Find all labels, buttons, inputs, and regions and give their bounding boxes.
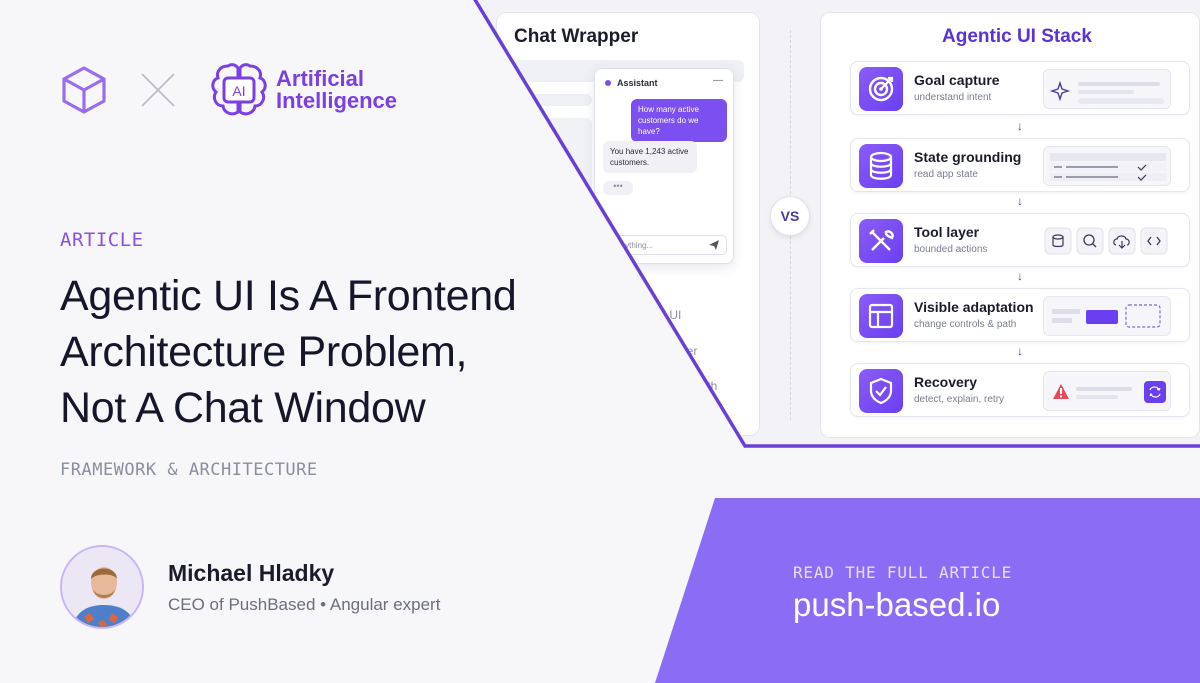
recovery-widget [1043, 371, 1171, 411]
stack-row-visible-adaptation: Visible adaptation change controls & pat… [850, 288, 1190, 342]
chat-wrapper-title: Chat Wrapper [514, 26, 639, 47]
x-icon [141, 73, 175, 107]
database-icon [869, 151, 893, 180]
author-role: CEO of PushBased • Angular expert [168, 594, 441, 614]
vs-badge: VS [770, 196, 810, 236]
row-sub: understand intent [914, 92, 992, 103]
ai-brain-icon: AI [211, 63, 267, 116]
flow-arrow: ↓ [1017, 194, 1023, 208]
flow-arrow: ↓ [1017, 269, 1023, 283]
shield-check-icon [869, 377, 893, 405]
author-name: Michael Hladky [168, 559, 335, 586]
author-photo [62, 547, 142, 627]
row-sub: change controls & path [914, 319, 1017, 330]
assistant-widget: Assistant — How many active customers do… [594, 68, 734, 264]
row-label: State grounding [914, 149, 1022, 165]
flow-arrow: ↓ [1017, 119, 1023, 133]
article-title: Agentic UI Is A Frontend Architecture Pr… [60, 268, 580, 436]
intent-widget [1043, 69, 1171, 109]
row-label: Goal capture [914, 72, 1000, 88]
stack-row-recovery: Recovery detect, explain, retry [850, 363, 1190, 417]
ai-logo-line2: Intelligence [276, 88, 398, 113]
stack-row-tool-layer: Tool layer bounded actions [850, 213, 1190, 267]
adaptation-widget [1043, 296, 1171, 336]
cta-link[interactable]: push-based.io [793, 586, 1001, 623]
row-sub: detect, explain, retry [914, 394, 1005, 405]
row-label: Visible adaptation [914, 299, 1034, 315]
layout-icon [868, 303, 894, 329]
target-icon [868, 76, 894, 102]
agentic-stack-title: Agentic UI Stack [942, 26, 1092, 47]
ai-logo-line1: Artificial [276, 66, 365, 91]
send-icon[interactable] [708, 239, 720, 251]
cta-label[interactable]: READ THE FULL ARTICLE [793, 563, 1013, 582]
row-sub: bounded actions [914, 244, 988, 255]
assistant-label: Assistant [617, 78, 658, 88]
author-block: Michael Hladky CEO of PushBased • Angula… [60, 545, 440, 629]
ai-logo-wordmark: Artificial Intelligence [276, 68, 397, 112]
logo-row: AI Artificial Intelligence [58, 58, 397, 122]
minimize-button[interactable]: — [713, 75, 723, 86]
chat-input[interactable]: k anything... [601, 235, 727, 255]
article-title-line2: Architecture Problem, [60, 328, 468, 376]
ghost-line [514, 94, 592, 106]
stack-row-state-grounding: State grounding read app state [850, 138, 1190, 192]
article-tag: ARTICLE [60, 229, 144, 251]
state-table-widget [1043, 146, 1171, 186]
user-message: How many active customers do we have? [631, 99, 727, 142]
stack-row-goal-capture: Goal capture understand intent [850, 61, 1190, 115]
row-sub: read app state [914, 169, 978, 180]
avatar [60, 545, 144, 629]
article-category: FRAMEWORK & ARCHITECTURE [60, 460, 318, 480]
retry-icon [1144, 381, 1166, 403]
article-title-line1: Agentic UI Is A Frontend [60, 272, 517, 320]
sparkle-icon [1049, 80, 1071, 102]
row-label: Tool layer [914, 224, 980, 240]
chat-fragment-3: path [694, 379, 718, 393]
flow-arrow: ↓ [1017, 344, 1023, 358]
typing-indicator: ••• [603, 181, 633, 195]
ai-logo-badge: AI [232, 83, 245, 99]
assistant-status-dot [605, 80, 611, 86]
article-title-line3: Not A Chat Window [60, 384, 426, 432]
tools-icon [869, 229, 894, 251]
tool-buttons [1043, 221, 1171, 261]
assistant-reply: You have 1,243 active customers. [603, 141, 697, 173]
row-label: Recovery [914, 374, 978, 390]
cube-icon [62, 66, 106, 114]
chat-fragment-1: c UI [660, 308, 682, 322]
chat-fragment-2: ayer [674, 344, 698, 358]
chat-input-placeholder: k anything... [610, 241, 654, 250]
